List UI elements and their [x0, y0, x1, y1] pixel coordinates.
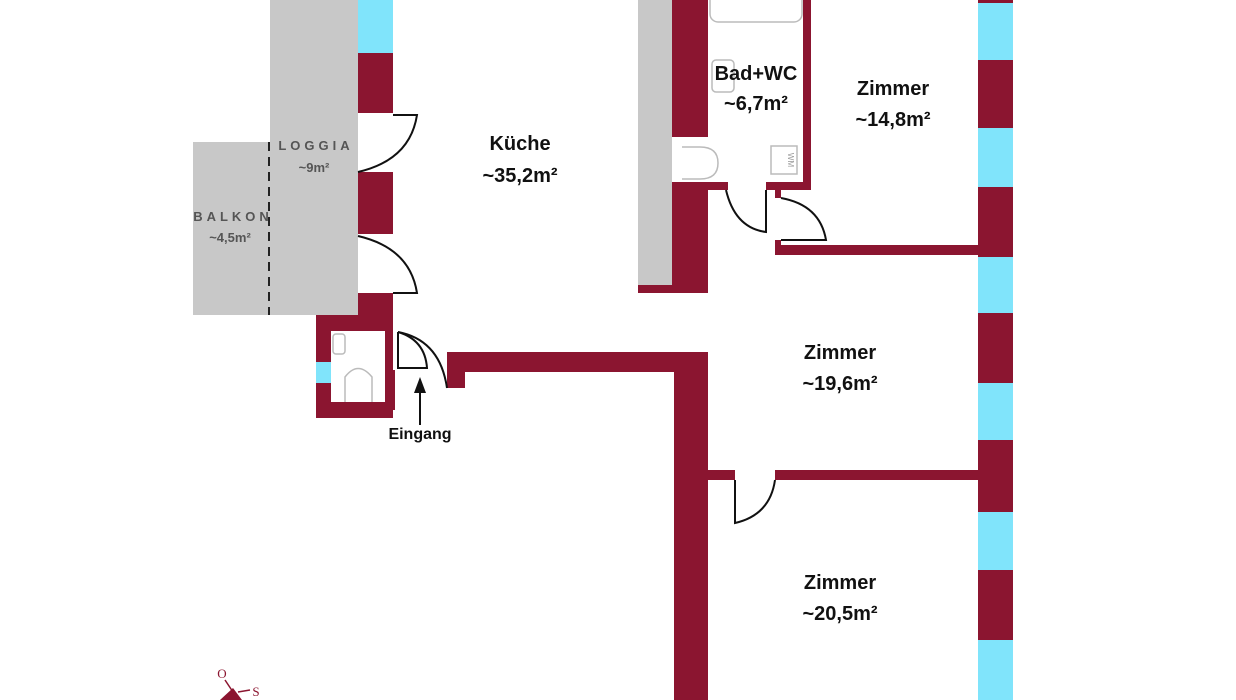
washer-icon	[770, 145, 798, 175]
entrance-label: Eingang	[388, 426, 451, 443]
bad-name: Bad+WC	[715, 63, 798, 85]
window	[358, 0, 393, 53]
right-facade	[978, 0, 1013, 700]
zimmer3-name: Zimmer	[804, 572, 876, 594]
compass-east: O	[217, 666, 226, 681]
wc-toilet-icon	[344, 367, 373, 402]
washer-label: WM	[786, 153, 795, 168]
wc-interior	[331, 331, 385, 402]
bath-interior-notch	[682, 137, 708, 182]
entrance-arrow-icon	[414, 377, 426, 425]
toilet-icon	[682, 146, 719, 180]
balkon-name: BALKON	[193, 209, 273, 224]
kueche-area: ~35,2m²	[482, 165, 557, 187]
compass-south: S	[252, 684, 259, 699]
kueche-name: Küche	[489, 133, 550, 155]
sink-icon	[711, 59, 735, 93]
zimmer2-name: Zimmer	[804, 342, 876, 364]
doors	[357, 114, 828, 525]
zimmer1-area: ~14,8m²	[855, 109, 930, 131]
loggia-area	[270, 0, 358, 315]
zimmer2-area: ~19,6m²	[802, 373, 877, 395]
loggia-area-label: ~9m²	[299, 160, 330, 175]
balkon-area-label: ~4,5m²	[209, 230, 251, 245]
bathroom-fixtures	[332, 0, 803, 402]
zimmer1-name: Zimmer	[857, 78, 929, 100]
compass-icon: O S	[217, 666, 260, 700]
balkon-area	[193, 142, 270, 315]
loggia-name: LOGGIA	[278, 138, 353, 153]
bathtub-icon	[709, 0, 803, 23]
wc-sink-icon	[332, 333, 346, 355]
zimmer3-area: ~20,5m²	[802, 603, 877, 625]
bad-area: ~6,7m²	[724, 93, 788, 115]
wc-window	[316, 362, 331, 383]
grey-strip	[638, 0, 672, 293]
